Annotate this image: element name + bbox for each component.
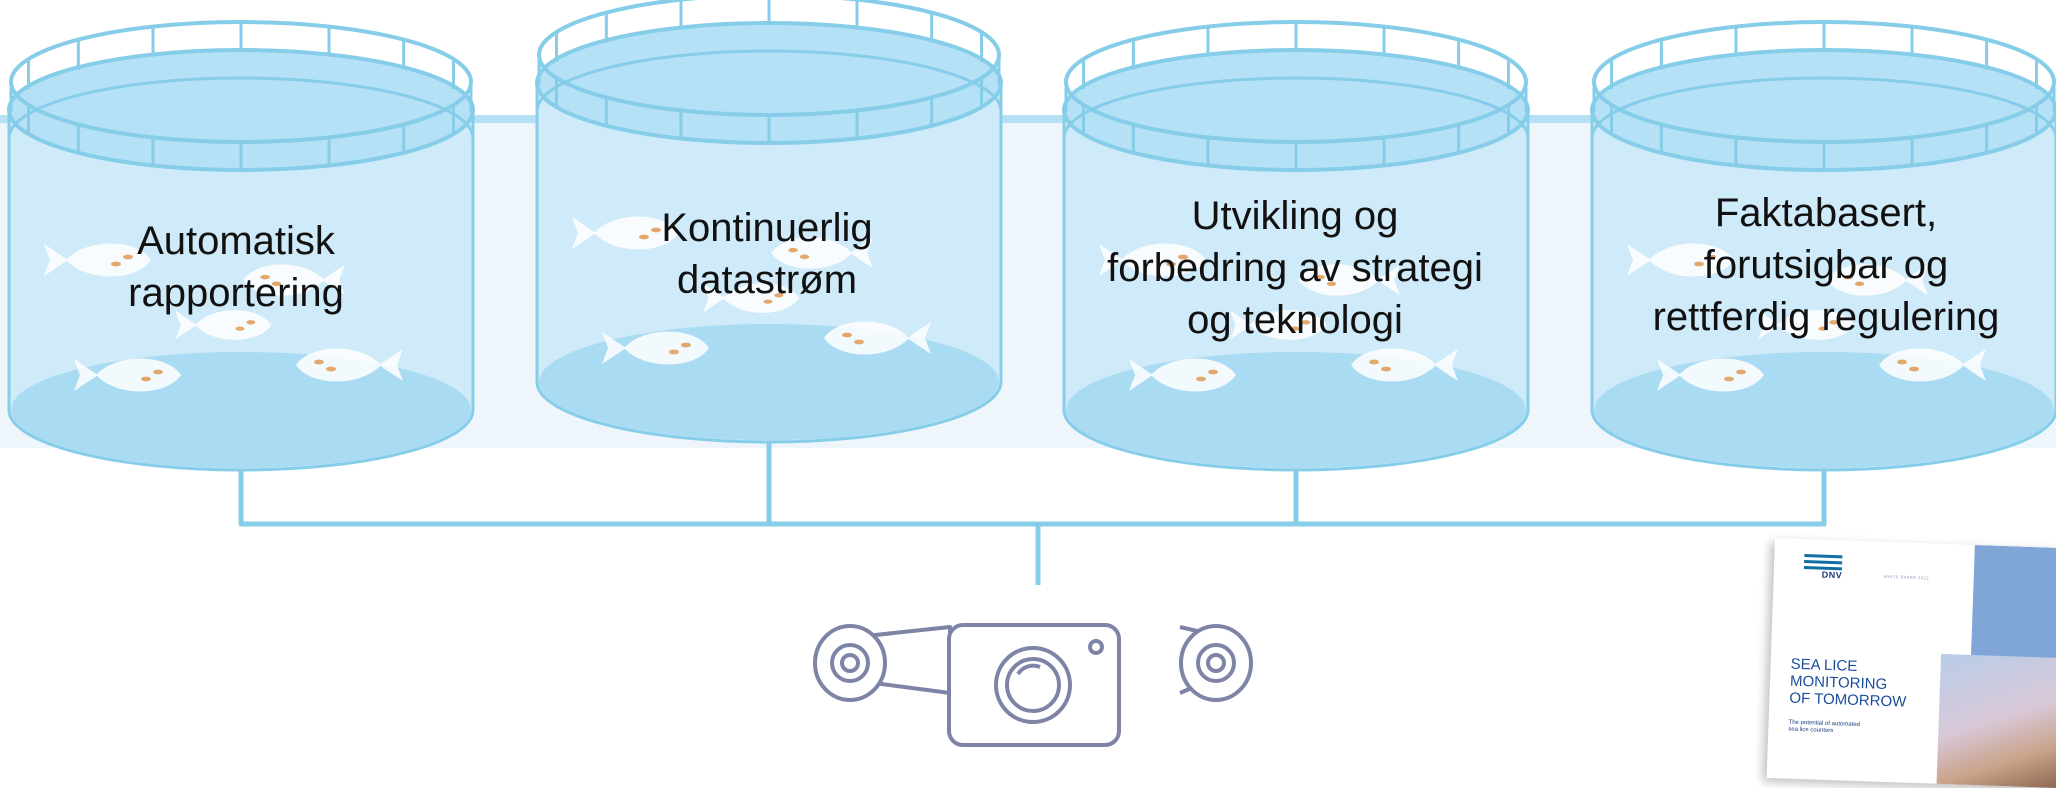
pen-label-line: og teknologi: [1187, 298, 1403, 342]
camera-icon: [813, 623, 1253, 747]
camera-lens-inner: [1005, 657, 1061, 713]
camera-lens-outer: [994, 646, 1072, 724]
fish-icon: [1879, 348, 1986, 382]
pen-label-line: Utvikling og: [1191, 194, 1399, 238]
fish-pen-1: [7, 20, 475, 472]
fish-icon: [703, 283, 800, 313]
pen-label-kontinuerlig-datastrom: Kontinuerlig datastrøm: [537, 202, 997, 306]
fish-icon: [74, 358, 181, 392]
pen-label-utvikling-og-forbedring: Utvikling og forbedring av strategi og t…: [1065, 190, 1525, 346]
sensor-right-inner: [1206, 653, 1226, 673]
sensor-right-mid: [1196, 643, 1236, 683]
fish-pen-2: [535, 0, 1003, 444]
fish-pen-3: [1062, 20, 1530, 472]
pen-label-line: rapportering: [128, 271, 344, 315]
sensor-left-outer: [813, 624, 887, 702]
fish-icon: [771, 237, 873, 269]
report-title: SEA LICE MONITORING OF TOMORROW: [1789, 656, 1908, 711]
fish-icon: [1129, 358, 1236, 392]
fish-icon: [602, 331, 709, 365]
sea-pen-diagram: [0, 0, 2056, 747]
pen-label-line: Kontinuerlig: [661, 206, 873, 250]
fish-icon: [44, 243, 151, 277]
pen-fence: [1062, 48, 1530, 139]
pen-label-line: Faktabasert,: [1714, 191, 1938, 235]
fish-icon: [572, 216, 679, 250]
pen-label-faktabasert-regulering: Faktabasert, forutsigbar og rettferdig r…: [1596, 187, 2056, 343]
camera-indicator: [1088, 639, 1104, 655]
fish-icon: [1298, 264, 1400, 296]
report-logo: DNV: [1821, 569, 1843, 581]
fish-icon: [1230, 310, 1327, 340]
fish-icon: [1657, 358, 1764, 392]
camera-lens-glint: [1016, 663, 1041, 676]
pen-label-line: datastrøm: [676, 258, 858, 302]
pen-fence: [1590, 48, 2056, 139]
pen-label-line: forbedring av strategi: [1107, 246, 1483, 290]
camera-body: [947, 623, 1121, 747]
pen-label-automatisk-rapportering: Automatisk rapportering: [6, 215, 466, 319]
pen-label-line: rettferdig regulering: [1652, 295, 2000, 339]
fish-icon: [824, 321, 931, 355]
report-cover-photo: [1936, 653, 2056, 788]
report-cover-thumbnail[interactable]: DNV WHITE PAPER 2022 SEA LICE MONITORING…: [1766, 538, 2056, 788]
sensor-left-inner: [840, 653, 860, 673]
sensor-left-mid: [830, 643, 870, 683]
report-series: WHITE PAPER 2022: [1883, 573, 1930, 581]
fish-icon: [296, 348, 403, 382]
pen-fence: [7, 48, 475, 139]
fish-pen-4: [1590, 20, 2056, 472]
report-title-line: OF TOMORROW: [1789, 689, 1907, 711]
report-subtitle: The potential of automated sea lice coun…: [1788, 720, 1860, 736]
sensor-right-outer: [1179, 624, 1253, 702]
pen-label-line: Automatisk: [137, 219, 335, 263]
fish-icon: [1351, 348, 1458, 382]
fish-icon: [1826, 264, 1928, 296]
fish-icon: [1099, 243, 1206, 277]
pen-label-line: forutsigbar og: [1703, 243, 1949, 287]
fish-icon: [243, 264, 345, 296]
fish-icon: [1758, 310, 1855, 340]
fish-icon: [175, 310, 272, 340]
fish-icon: [1627, 243, 1734, 277]
pen-fence: [535, 21, 1003, 112]
